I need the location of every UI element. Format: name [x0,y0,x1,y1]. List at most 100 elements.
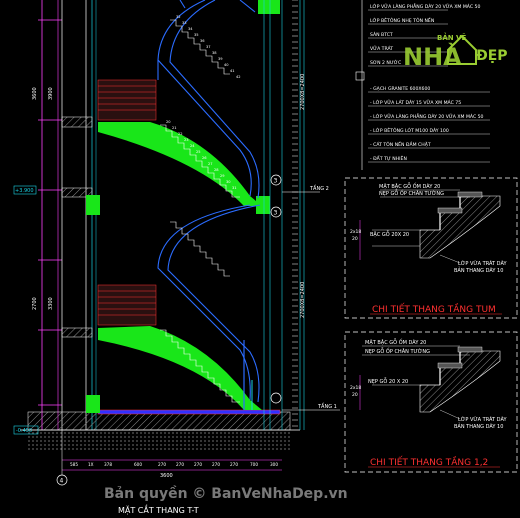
slab-middle [61,187,93,198]
dim-left-bot: 3300 [48,297,54,310]
bottom-dim-label: 270 [194,462,202,467]
step-number-label: 40 [224,63,229,67]
level-tang-2: TẦNG 2 [309,184,329,192]
step-number-label: 26 [202,156,207,160]
detail-2-dim-a: 2x18 [350,385,361,391]
detail-2-label-bac: NẸP GỖ 20 X 20 [368,377,408,385]
stair-slab-lower [98,326,262,410]
stair-steps-upper [160,19,240,198]
bottom-dim-label: 270 [212,462,220,467]
detail-2-label-ban: BẢN THANG DÀY 10 [454,422,503,430]
grid-bubble-bottom [270,392,282,404]
brand-logo: BẢN VẼ NHÀ ĐẸP [403,32,508,71]
detail-1-label-bac: BẬC GỖ 20X 20 [370,230,409,238]
beam-top [258,0,280,14]
bottom-dim-label: 378 [104,462,112,467]
detail-2-title: CHI TIẾT THANG TẦNG 1,2 [370,455,488,468]
legend-top-item: SƠN 2 NƯỚC [370,59,401,66]
legend-top-item-2: - ĐẤT TỰ NHIÊN [370,154,407,162]
detail-1-dim-b: 20 [352,236,358,242]
step-number-label: 37 [206,45,211,49]
landing-upper [97,79,157,121]
slab-upper [61,116,93,128]
legend-top-item: SÀN BTCT [370,31,393,38]
section-title: MẶT CẮT THANG T-T [118,503,199,516]
legend-top-item-2: - LỚP BÊTÔNG LÓT M100 DÀY 100 [370,126,449,134]
detail-2-label-top: MẶT BẬC GỖ ỐM DÀY 20 [365,338,426,346]
level-left: +3.900 [15,188,34,194]
bottom-dim-label: 700 [250,462,258,467]
grid-bubble-3-lower [270,206,282,218]
grid-bubble-3-upper-label: 3 [274,178,278,185]
legend-top-item: LỚP VỮA LÀNG PHẲNG DÀY 20 VỮA XM MÁC 50 [370,2,480,10]
step-number-label: 34 [188,27,193,31]
detail-tang-tum: MẶT BẬC GỖ ỐM DÀY 20 NẸP GỖ ỐP CHÂN TƯỜN… [344,177,518,319]
detail-1-label-top: MẶT BẬC GỖ ỐM DÀY 20 [379,182,440,190]
dim-left-low: 2700 [32,297,38,310]
legend-top-item-2: - LỚP VỮA LÀNG PHẲNG DÀY 20 VỮA XM MÁC 5… [370,112,484,120]
level-tang-1: TẦNG 1 [317,402,337,410]
grid-bubble-3-lower-label: 3 [274,210,278,217]
legend-top: LỚP VỮA LÀNG PHẲNG DÀY 20 VỮA XM MÁC 50 L… [355,0,490,170]
step-number-label: 39 [218,57,223,61]
legend-top-item-2: - CÁT TÔN NỀN ĐẦM CHẶT [370,140,431,148]
legend-top-item: LỚP BÊTÔNG NHẸ TÔN NỀN [370,16,434,24]
detail-1-frame [344,177,518,319]
brand-top: BẢN VẼ [437,32,466,42]
step-number-label: 27 [208,162,213,166]
main-stair-section: 3600 3900 2700 3300 +3.900 [13,0,340,516]
bottom-dim-label: 270 [158,462,166,467]
bottom-dim-label: 600 [134,462,142,467]
step-number-label: 31 [232,186,237,190]
landing-lower [97,284,157,326]
left-dim-ticks [38,19,62,406]
legend-top-item: VỮA TRÁT [370,45,393,52]
stair-steps-lower [160,221,240,403]
dim-right-low: 2700X8=2400 [300,282,306,318]
step-number-label: 28 [214,168,219,172]
detail-2-frame [344,331,518,473]
step-number-label: 23 [184,138,189,142]
beam-left-bottom [86,395,100,413]
detail-tang-1-2: MẶT BẬC GỖ ỐM DÀY 20 NẸP GỖ ỐP CHÂN TƯỜN… [344,331,518,473]
step-number-label: 38 [212,51,217,55]
detail-1-label-vua: LỚP VỮA TRÁT DÀY [458,260,507,267]
detail-1-title: CHI TIẾT THANG TẦNG TUM [372,302,496,315]
detail-1-dim-a: 2x18 [350,229,361,235]
step-number-label: 33 [182,21,187,25]
detail-2-label-nep: NẸP GỖ ỐP CHÂN TƯỜNG [365,347,430,355]
copyright-watermark: Bản quyền © BanVeNhaDep.vn [104,485,348,502]
detail-1-label-ban: BẢN THANG DÀY 10 [454,266,503,274]
step-number-label: 30 [226,180,231,184]
right-tick-ruler [292,0,298,427]
bottom-dim-label: 585 [70,462,78,467]
detail-2-dim-b: 20 [352,392,358,398]
step-number-label: 24 [190,144,195,148]
step-number-label: 25 [196,150,201,154]
house-icon [447,34,477,65]
step-number-label: 21 [172,126,177,130]
grid-bubble-3-upper [270,174,282,186]
step-number-labels: 2021222324252627282930313233343536373839… [166,15,241,190]
dim-left-mid: 3900 [48,87,54,100]
dim-right-top: 2700X8=2400 [300,74,306,110]
bottom-dim-label: 1X [88,462,94,467]
handrail-lines [157,0,261,403]
step-number-label: 42 [236,75,241,79]
bottom-dim-label: 300 [270,462,278,467]
step-number-label: 35 [194,33,199,37]
dim-left-top: 3600 [32,87,38,100]
beam-right-middle [256,196,270,214]
foundation-slab [27,411,291,431]
level-left-box [13,185,37,195]
brand-dep: ĐẸP [476,48,508,64]
step-number-label: 20 [166,120,171,124]
brand-big: NHÀ [403,42,462,71]
bottom-dim-label: 270 [176,462,184,467]
step-number-label: 29 [220,174,225,178]
right-wall-lines [263,0,305,430]
floor-tile-strip [97,409,281,415]
legend-top-item-2: - GẠCH GRANITE 600X600 [370,86,430,92]
